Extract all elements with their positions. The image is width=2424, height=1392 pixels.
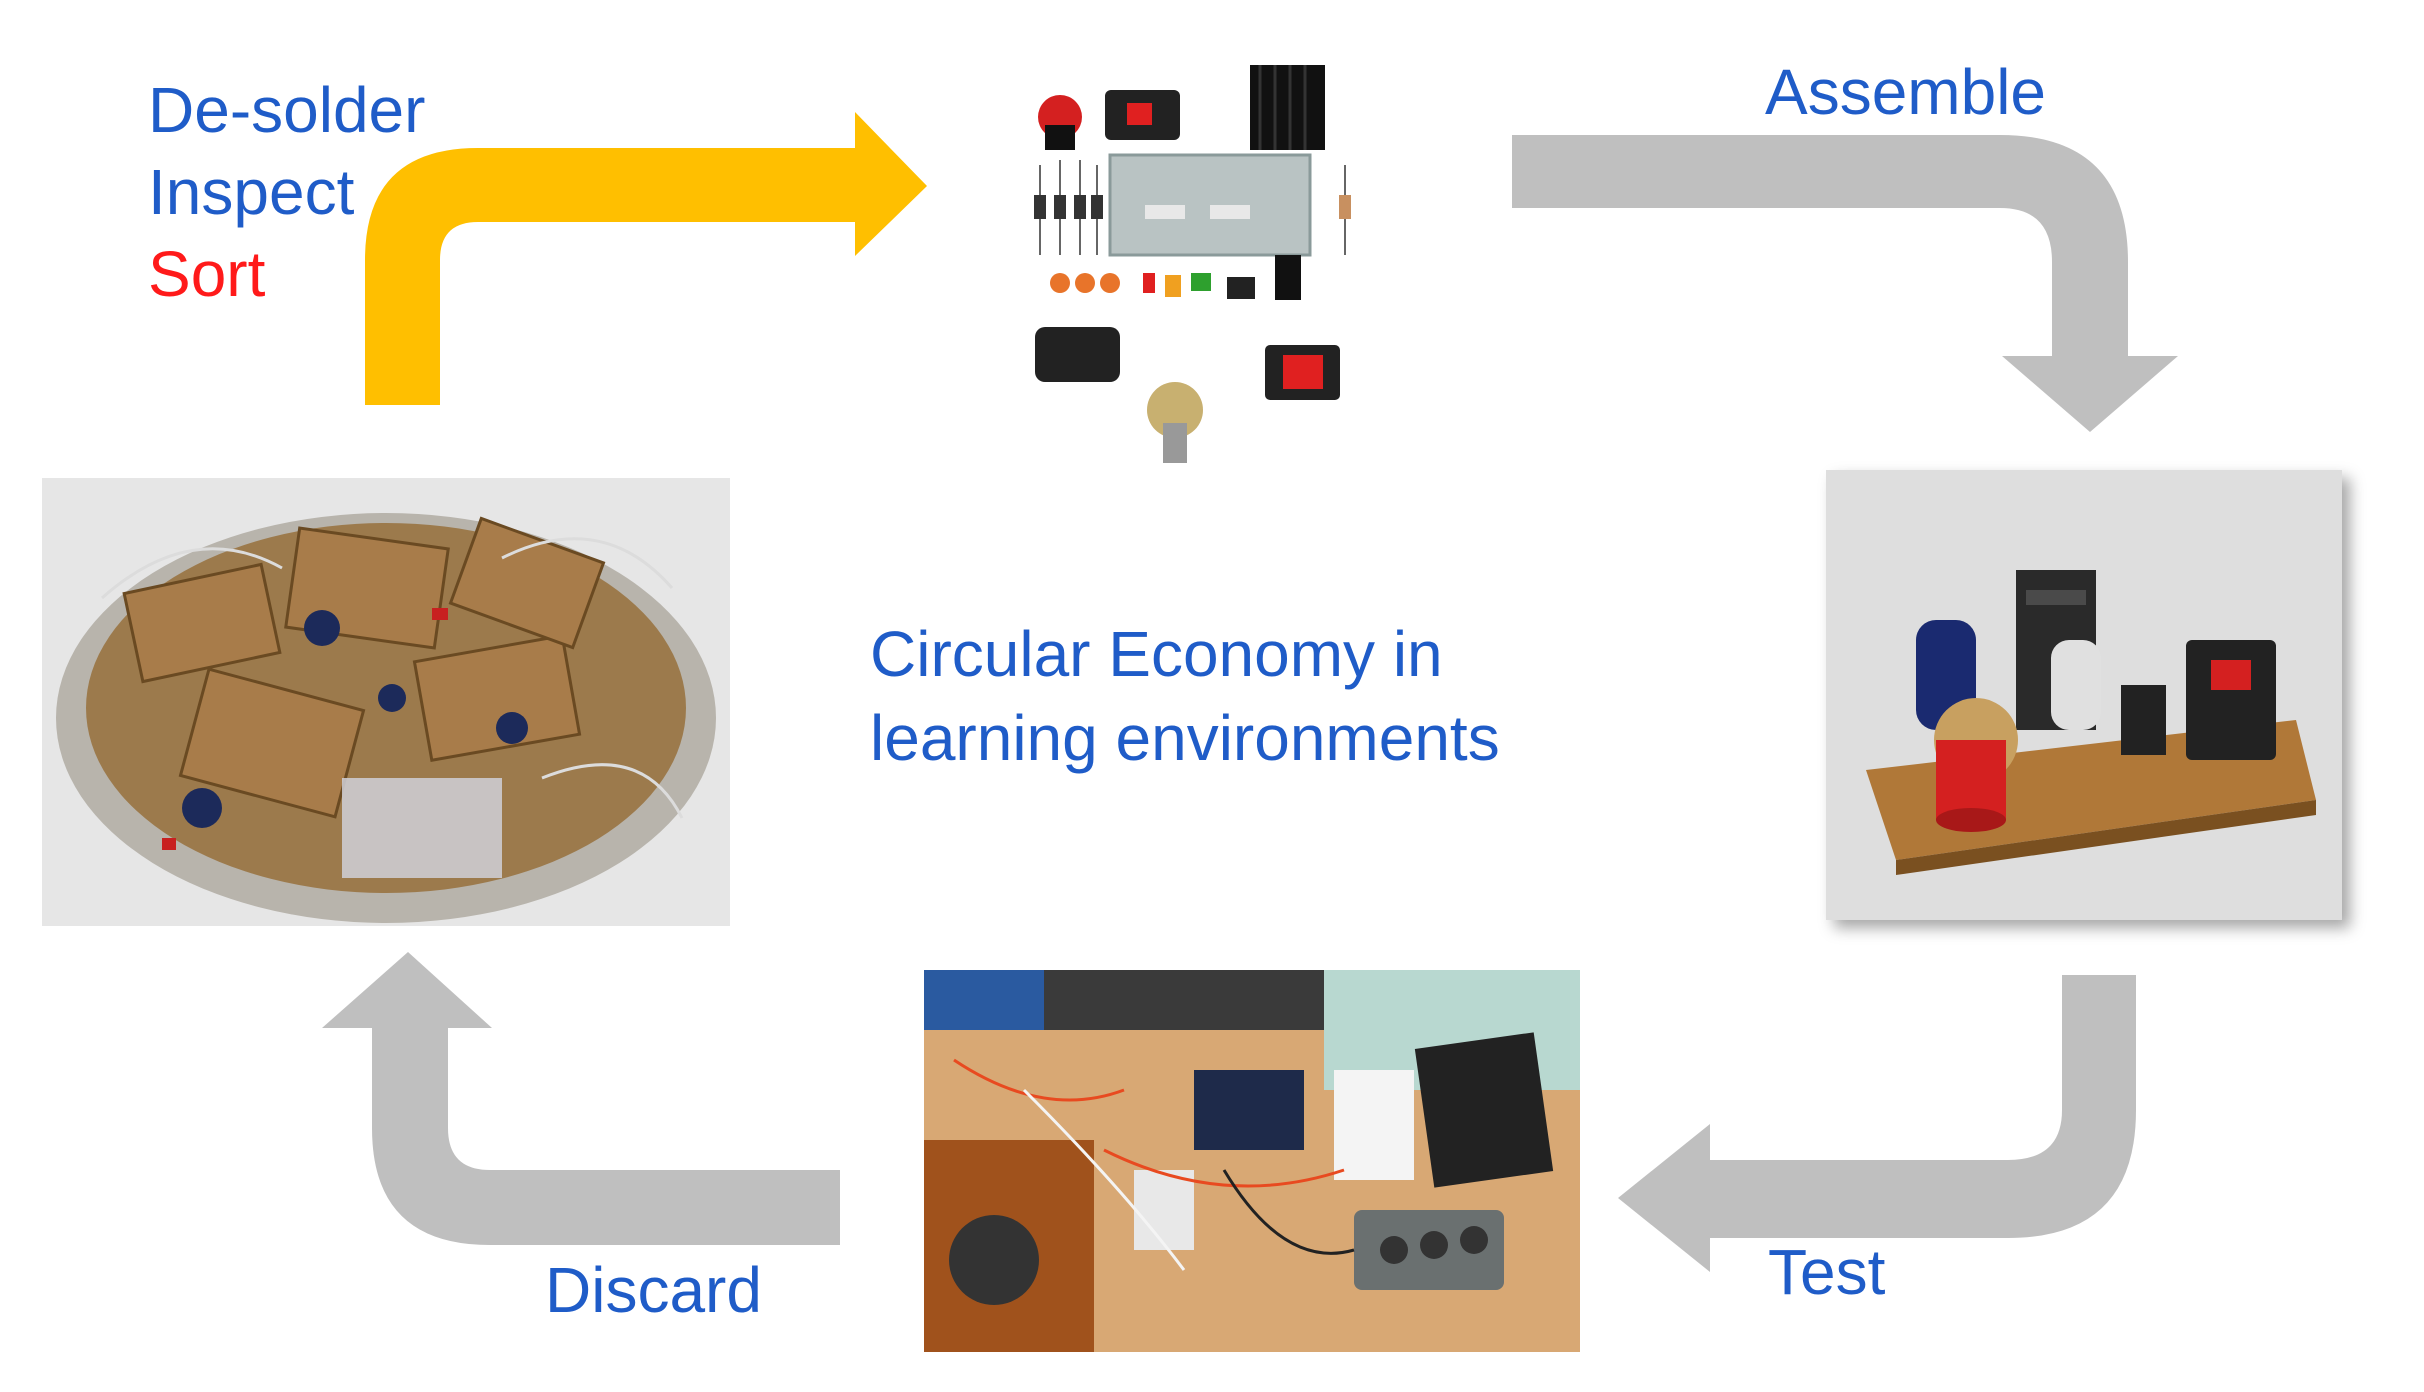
label-test: Test xyxy=(1768,1236,1886,1308)
components-kit-illustration xyxy=(1034,65,1351,463)
label-discard: Discard xyxy=(545,1254,762,1326)
electronic-components-kit-image xyxy=(1015,55,1390,475)
assembled-board-illustration xyxy=(1826,470,2342,920)
gray-arrow-assemble xyxy=(1512,135,2178,432)
assembled-power-supply-board-image xyxy=(1826,470,2342,920)
e-waste-bin-image xyxy=(42,478,730,926)
test-bench-illustration xyxy=(924,970,1580,1352)
waste-bin-illustration xyxy=(42,478,730,926)
label-assemble: Assemble xyxy=(1765,56,2046,128)
label-inspect: Inspect xyxy=(148,156,355,228)
center-title-line2: learning environments xyxy=(870,702,1500,774)
gray-arrow-test xyxy=(1618,975,2136,1272)
label-desolder: De-solder xyxy=(148,74,426,146)
gray-arrow-discard xyxy=(322,952,840,1245)
yellow-arrow-desolder xyxy=(365,112,927,405)
label-sort: Sort xyxy=(148,238,266,310)
center-title-line1: Circular Economy in xyxy=(870,618,1443,690)
test-bench-workspace-image xyxy=(924,970,1580,1352)
